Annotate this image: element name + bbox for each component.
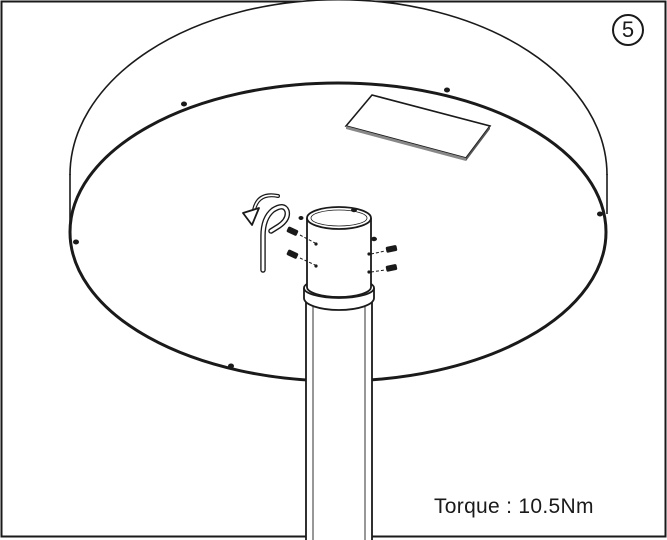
torque-label: Torque : 10.5Nm: [434, 495, 594, 518]
set-screw-icon: [367, 264, 398, 274]
sleeve-hole: [298, 216, 304, 220]
mounting-sleeve: [298, 206, 377, 298]
edge-screw: [181, 101, 187, 107]
pole: [305, 290, 373, 540]
set-screw-icon: [286, 249, 318, 268]
edge-screw: [444, 87, 450, 93]
edge-screw: [597, 211, 603, 217]
set-screw-icon: [367, 245, 398, 256]
sleeve-hole: [351, 207, 357, 213]
set-screws-left: [286, 226, 318, 268]
step-number-badge: 5: [612, 14, 644, 46]
edge-screws: [73, 87, 603, 369]
sleeve-hole: [371, 236, 377, 242]
edge-screw: [228, 363, 234, 369]
driver-plate: [344, 94, 492, 161]
set-screws-right: [367, 245, 398, 274]
set-screw-icon: [286, 226, 318, 246]
edge-screw: [73, 239, 79, 245]
hex-key-icon: [260, 204, 291, 273]
rotate-arrow-icon: [242, 193, 280, 226]
